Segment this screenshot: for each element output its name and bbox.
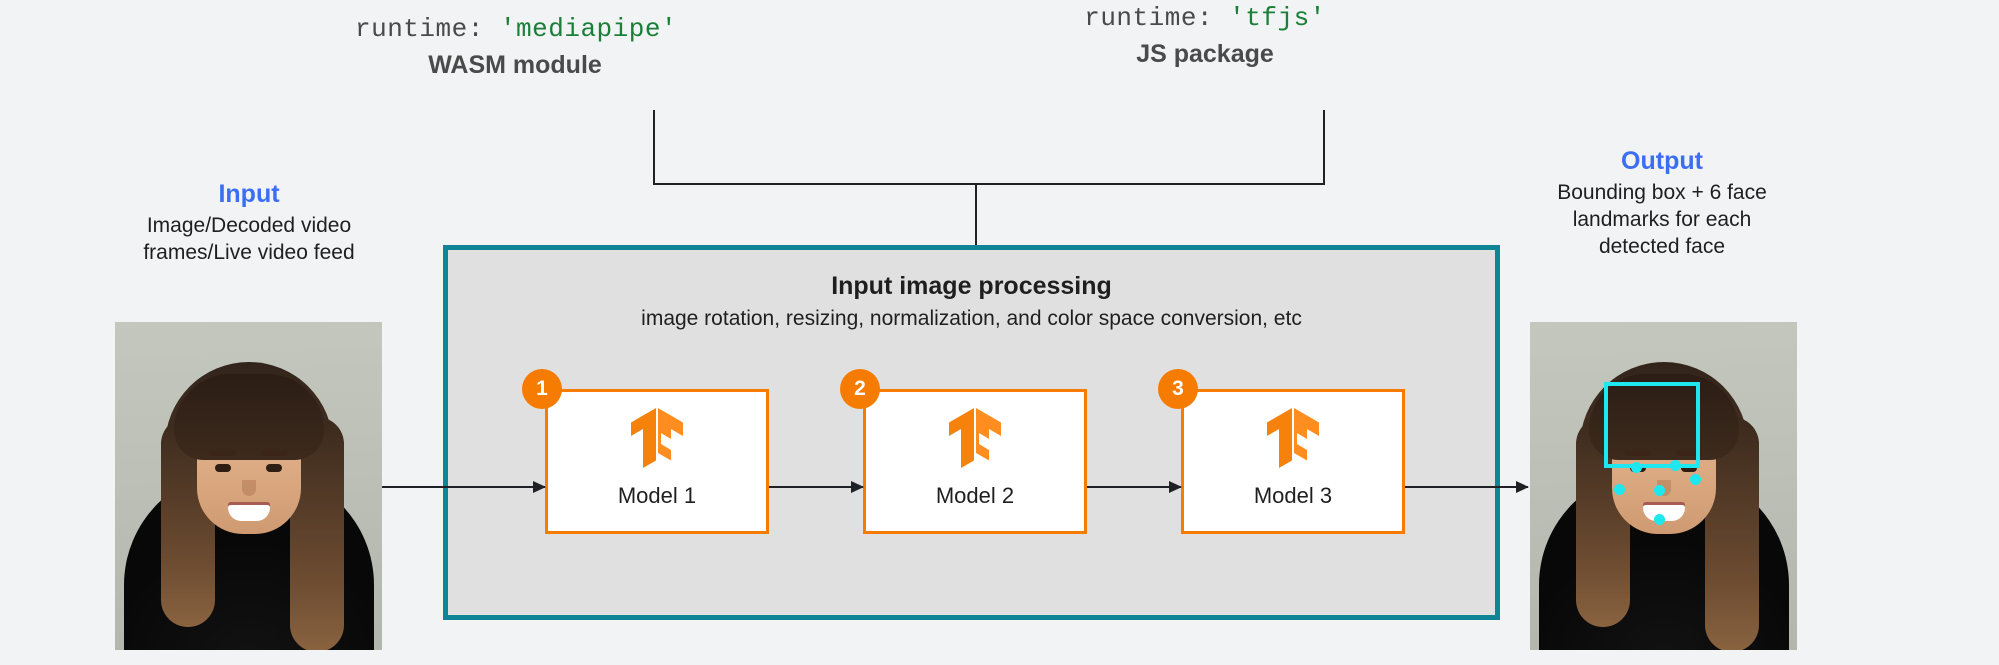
photo-hair-front bbox=[173, 374, 324, 460]
photo-hair-front bbox=[1588, 374, 1739, 460]
runtime-code-prefix: runtime: bbox=[1084, 3, 1214, 33]
input-title: Input bbox=[218, 180, 280, 208]
panel-header: Input image processing image rotation, r… bbox=[448, 272, 1495, 331]
model-badge-3: 3 bbox=[1158, 369, 1198, 409]
runtime-code-value: 'tfjs' bbox=[1229, 3, 1326, 33]
face-bounding-box bbox=[1604, 382, 1700, 468]
face-landmark-mouth bbox=[1654, 514, 1665, 525]
output-title: Output bbox=[1621, 147, 1703, 175]
bracket-drop-line bbox=[975, 183, 977, 245]
model-label-1: Model 1 bbox=[617, 483, 697, 508]
runtime-kind-wasm: WASM module bbox=[428, 51, 602, 79]
output-description-line-1: Bounding box + 6 face bbox=[1557, 180, 1767, 204]
model-badge-2: 2 bbox=[840, 369, 880, 409]
input-description-line-1: Image/Decoded video bbox=[146, 213, 352, 237]
runtime-label-mediapipe: runtime: 'mediapipe' WASM module bbox=[355, 14, 678, 80]
photo-brow-right bbox=[1676, 450, 1702, 456]
bracket-crossbar bbox=[653, 183, 1325, 185]
runtime-code-tfjs: runtime: 'tfjs' bbox=[1045, 3, 1365, 33]
photo-brow-left bbox=[1625, 450, 1651, 456]
arrow-model-3-to-output bbox=[1405, 481, 1529, 493]
model-label-3: Model 3 bbox=[1253, 483, 1333, 508]
runtime-code-prefix: runtime: bbox=[355, 14, 484, 44]
photo-brow-right bbox=[261, 450, 287, 456]
input-description: Image/Decoded video frames/Live video fe… bbox=[99, 213, 399, 267]
runtime-kind-js: JS package bbox=[1136, 40, 1274, 68]
model-box-2[interactable]: 2 Model 2 bbox=[840, 369, 1087, 534]
output-photo bbox=[1530, 322, 1797, 650]
arrow-input-to-model-1 bbox=[382, 481, 546, 493]
photo-brow-left bbox=[210, 450, 236, 456]
face-landmark-eye-right bbox=[1670, 460, 1681, 471]
photo-mouth bbox=[1642, 505, 1685, 521]
tensorflow-logo-icon bbox=[949, 408, 1001, 468]
tensorflow-logo-icon bbox=[1267, 408, 1319, 468]
photo-mouth bbox=[227, 505, 270, 521]
bracket-left-stem bbox=[653, 110, 655, 185]
runtime-code-mediapipe: runtime: 'mediapipe' bbox=[355, 14, 678, 44]
bracket-right-stem bbox=[1323, 110, 1325, 185]
face-landmark-ear-left bbox=[1614, 484, 1625, 495]
arrow-model-1-to-model-2 bbox=[769, 481, 864, 493]
input-description-line-2: frames/Live video feed bbox=[143, 240, 355, 264]
model-box-3[interactable]: 3 Model 3 bbox=[1158, 369, 1405, 534]
photo-nose bbox=[241, 480, 256, 496]
runtime-code-value: 'mediapipe' bbox=[499, 14, 678, 44]
photo-eye-left bbox=[215, 464, 231, 472]
panel-subtitle: image rotation, resizing, normalization,… bbox=[641, 307, 1302, 330]
face-landmark-eye-left bbox=[1631, 462, 1642, 473]
arrow-model-2-to-model-3 bbox=[1087, 481, 1182, 493]
photo-eye-right bbox=[266, 464, 282, 472]
photo-eye-right bbox=[1681, 464, 1697, 472]
model-badge-1: 1 bbox=[522, 369, 562, 409]
input-caption: Input Image/Decoded video frames/Live vi… bbox=[99, 180, 399, 267]
output-description: Bounding box + 6 face landmarks for each… bbox=[1512, 180, 1812, 261]
output-description-line-2: landmarks for each bbox=[1572, 207, 1752, 231]
face-landmark-ear-right bbox=[1690, 474, 1701, 485]
output-caption: Output Bounding box + 6 face landmarks f… bbox=[1512, 147, 1812, 260]
output-description-line-3: detected face bbox=[1598, 234, 1726, 258]
model-label-2: Model 2 bbox=[935, 483, 1015, 508]
panel-title: Input image processing bbox=[831, 272, 1112, 300]
runtime-label-tfjs: runtime: 'tfjs' JS package bbox=[1045, 3, 1365, 69]
model-box-1[interactable]: 1 Model 1 bbox=[522, 369, 769, 534]
tensorflow-logo-icon bbox=[631, 408, 683, 468]
face-landmark-nose bbox=[1654, 485, 1665, 496]
input-photo bbox=[115, 322, 382, 650]
